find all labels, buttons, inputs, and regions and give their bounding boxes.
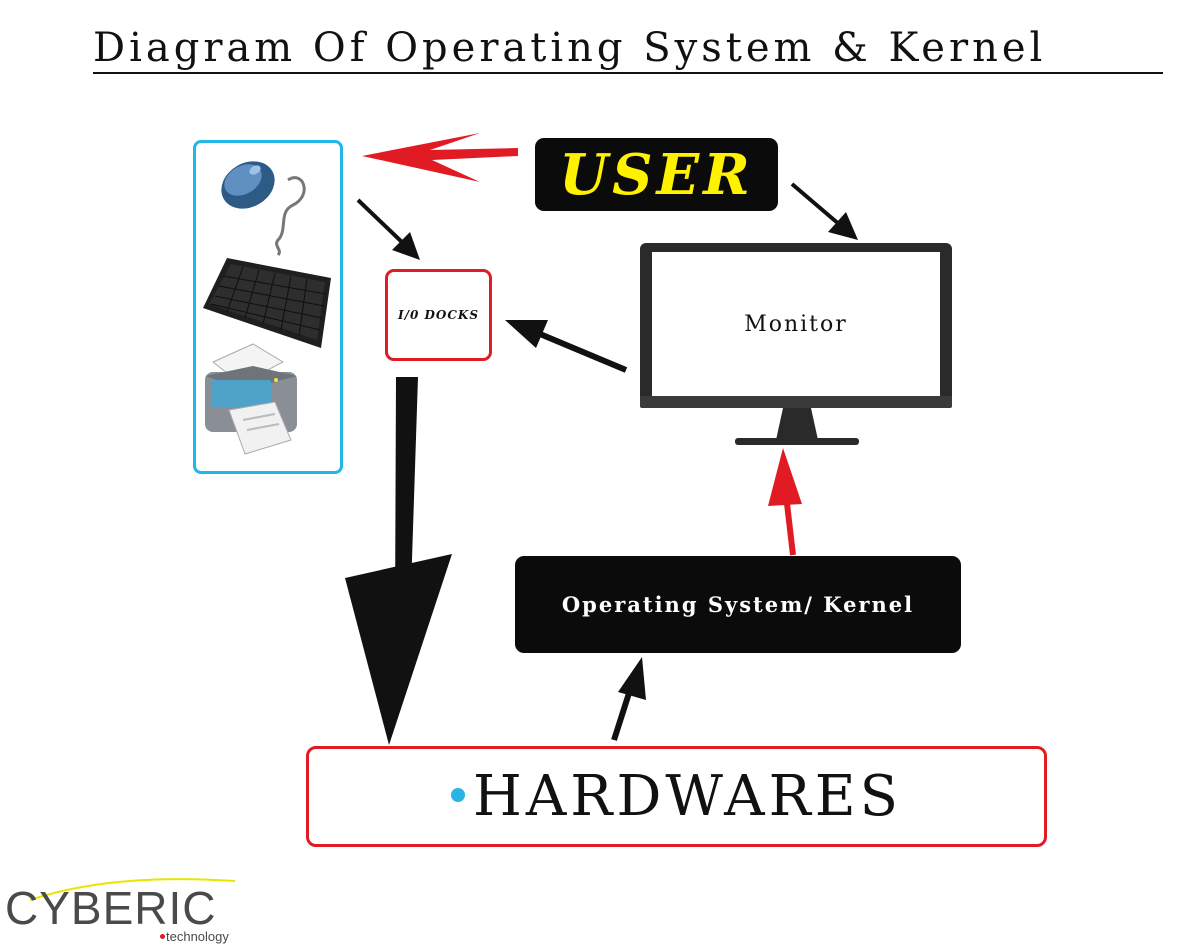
arrow-user-to-monitor bbox=[790, 182, 858, 240]
printer-icon bbox=[205, 343, 297, 455]
os-kernel-label: Operating System/ Kernel bbox=[561, 592, 915, 617]
monitor-label: Monitor bbox=[744, 312, 848, 337]
os-kernel-node: Operating System/ Kernel bbox=[515, 556, 961, 653]
devices-illustration bbox=[203, 161, 331, 455]
arrow-os-to-monitor bbox=[768, 448, 802, 556]
bullet-icon bbox=[451, 787, 466, 802]
monitor-node: Monitor bbox=[656, 253, 936, 396]
hardwares-node: HARDWARES bbox=[306, 746, 1047, 847]
logo-swoosh bbox=[29, 878, 236, 901]
monitor-icon bbox=[640, 243, 952, 445]
logo-tagline-wrap: technology bbox=[160, 929, 255, 947]
page-title: Diagram Of Operating System & Kernel bbox=[93, 25, 1047, 71]
logo: CYBERIC bbox=[5, 882, 217, 934]
arrow-io-to-hardwares bbox=[345, 377, 452, 745]
user-node: USER bbox=[535, 138, 778, 211]
arrow-hardwares-to-os bbox=[611, 657, 646, 741]
keyboard-icon bbox=[203, 258, 331, 348]
arrow-monitor-to-io bbox=[505, 320, 628, 373]
mouse-icon bbox=[221, 161, 306, 257]
input-devices-panel bbox=[193, 140, 343, 474]
io-docks-label: I/0 DOCKS bbox=[397, 308, 480, 322]
hardwares-label: HARDWARES bbox=[473, 764, 902, 829]
arrow-devices-to-io bbox=[356, 198, 420, 260]
title-underline bbox=[93, 72, 1163, 74]
user-label: USER bbox=[559, 141, 754, 208]
io-docks-node: I/0 DOCKS bbox=[385, 269, 492, 361]
arrow-user-to-devices bbox=[362, 133, 518, 182]
logo-dot-icon bbox=[160, 934, 165, 939]
logo-tagline: technology bbox=[166, 929, 229, 944]
